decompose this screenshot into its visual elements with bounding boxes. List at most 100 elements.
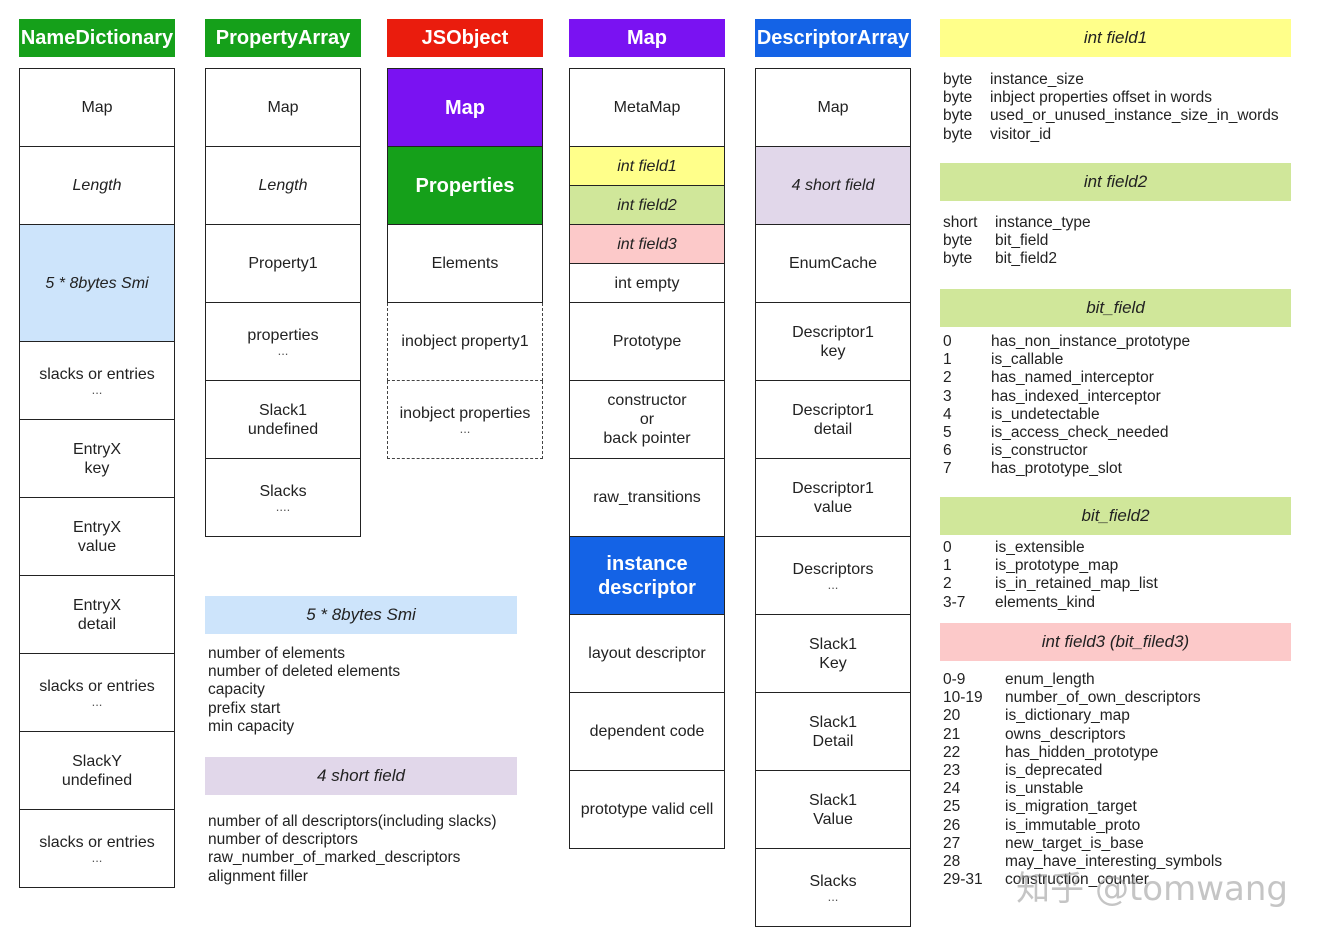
field-name: is_dictionary_map (1005, 707, 1130, 725)
field-bits: 0 (943, 539, 952, 556)
ellipsis-marker: .... (275, 499, 291, 514)
cell-label: int empty (614, 274, 680, 292)
field-name: bit_field2 (995, 250, 1058, 268)
field-bits: 3 (943, 387, 952, 405)
list-item: number of descriptors (208, 831, 358, 849)
field-name: instance_size (990, 71, 1084, 88)
bit-field-title: bit_field (940, 289, 1291, 327)
field-name: has_non_instance_prototype (991, 333, 1191, 350)
field-bits: 28 (943, 853, 961, 871)
field-bits: 0-9 (943, 671, 966, 688)
field-bits: 2 (943, 575, 952, 593)
ellipsis-marker: ... (91, 850, 103, 865)
field-bits: 4 (943, 405, 952, 423)
cell-label: slacks or entries (39, 678, 155, 695)
cell-label: MetaMap (613, 99, 681, 116)
cell-label: Length (72, 177, 122, 194)
js-object-cell-elements: Elements (387, 225, 543, 303)
ellipsis-marker: ... (91, 382, 103, 397)
name-dictionary-cell-slacks-or-entries: slacks or entries... (19, 654, 175, 732)
descriptor-array-cell-slacks: Slacks... (755, 849, 911, 927)
field-name: has_prototype_slot (991, 460, 1122, 478)
cell-label: Map (81, 99, 113, 116)
field-bits: 26 (943, 816, 961, 834)
field-bits: 22 (943, 743, 961, 761)
list-item: min capacity (208, 717, 295, 735)
int-field1-title: int field1 (940, 19, 1291, 57)
cell-label: EnumCache (788, 255, 878, 272)
list-item: capacity (208, 681, 265, 699)
cell-label: Slacks (259, 483, 307, 500)
map-cell-layout-descriptor: layout descriptor (569, 615, 725, 693)
js-object-cell-properties: Properties (387, 147, 543, 225)
descriptor-array-cell-4-short-field: 4 short field (755, 147, 911, 225)
field-bits: 25 (943, 798, 961, 816)
cell-label: layout descriptor (588, 645, 706, 662)
int-field3-title: int field3 (bit_filed3) (940, 623, 1291, 661)
list-item: prefix start (208, 699, 281, 717)
cell-label: Map (817, 99, 849, 116)
cell-label: Slacks (809, 873, 857, 890)
field-name: is_access_check_needed (991, 424, 1169, 442)
field-bits: byte (943, 107, 973, 125)
header-js-object: JSObject (387, 19, 543, 57)
map-cell-int-field3: int field3 (569, 225, 725, 264)
map-cell-int-field1: int field1 (569, 147, 725, 186)
cell-label: 5 * 8bytes Smi (45, 274, 149, 292)
short-field-legend-list: number of all descriptors(including slac… (208, 813, 497, 886)
cell-label: Properties (415, 174, 515, 197)
list-item: number of deleted elements (208, 663, 401, 681)
field-name: new_target_is_base (1005, 834, 1144, 852)
cell-label: inobject property1 (401, 333, 529, 350)
field-name: inbject properties offset in words (990, 89, 1212, 107)
cell-label: int field3 (617, 235, 677, 253)
field-bits: 20 (943, 707, 961, 725)
field-name: is_callable (991, 351, 1064, 369)
field-name: construction_counter (1005, 871, 1149, 889)
field-name: has_named_interceptor (991, 369, 1154, 387)
header-descriptor-array: DescriptorArray (755, 19, 911, 57)
descriptor-array-cell-map: Map (755, 69, 911, 147)
property-array-cell-slacks: Slacks.... (205, 459, 361, 537)
map-cell-metamap: MetaMap (569, 69, 725, 147)
field-bits: 3-7 (943, 593, 966, 611)
field-bits: 10-19 (943, 689, 983, 707)
